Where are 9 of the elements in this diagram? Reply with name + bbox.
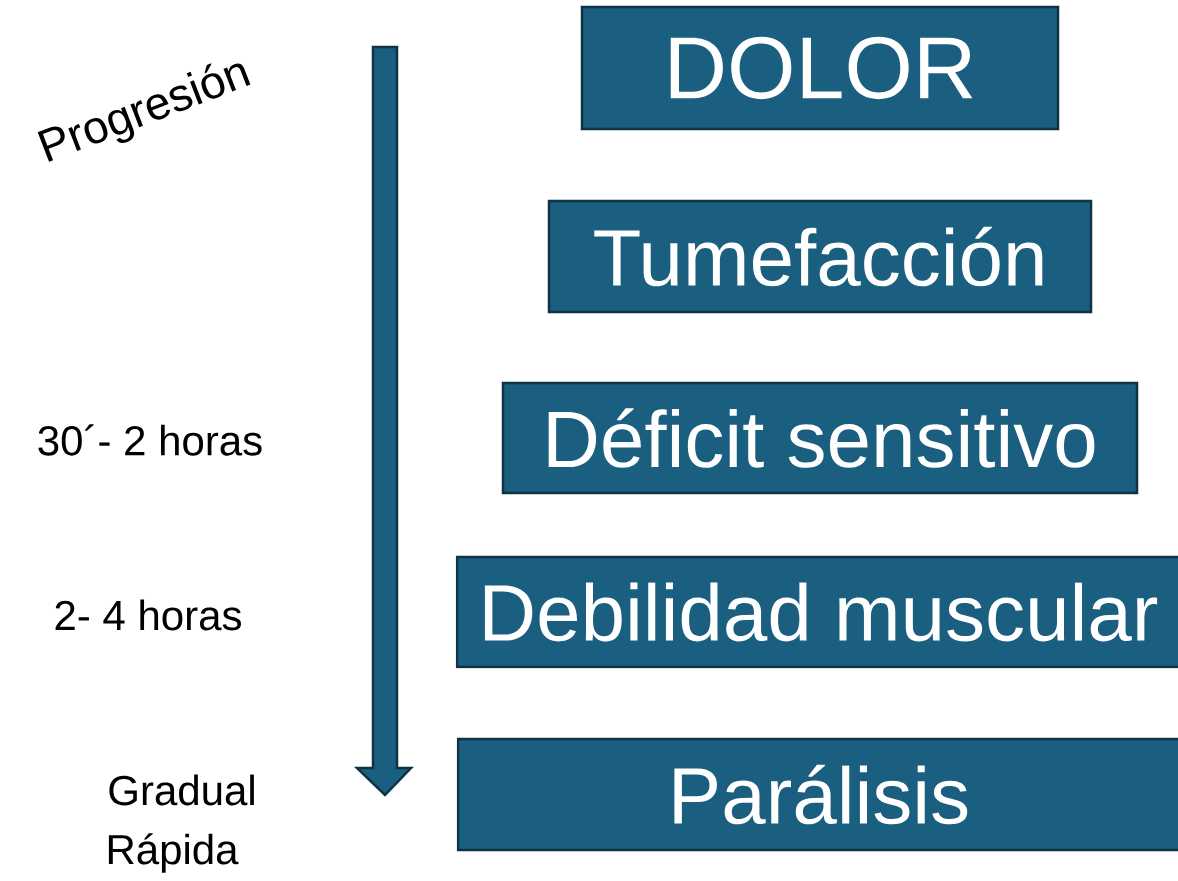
- process-box: Déficit sensitivo: [501, 381, 1139, 495]
- side-label: Gradual: [109, 774, 254, 806]
- process-box: DOLOR: [580, 5, 1060, 131]
- process-box: Tumefacción: [547, 199, 1093, 314]
- side-label: 30´- 2 horas: [38, 424, 262, 456]
- process-box: Parálisis: [456, 737, 1178, 852]
- process-box: Debilidad muscular: [455, 555, 1178, 669]
- side-label: Rápida: [108, 833, 239, 873]
- side-label: 2- 4 horas: [55, 599, 241, 631]
